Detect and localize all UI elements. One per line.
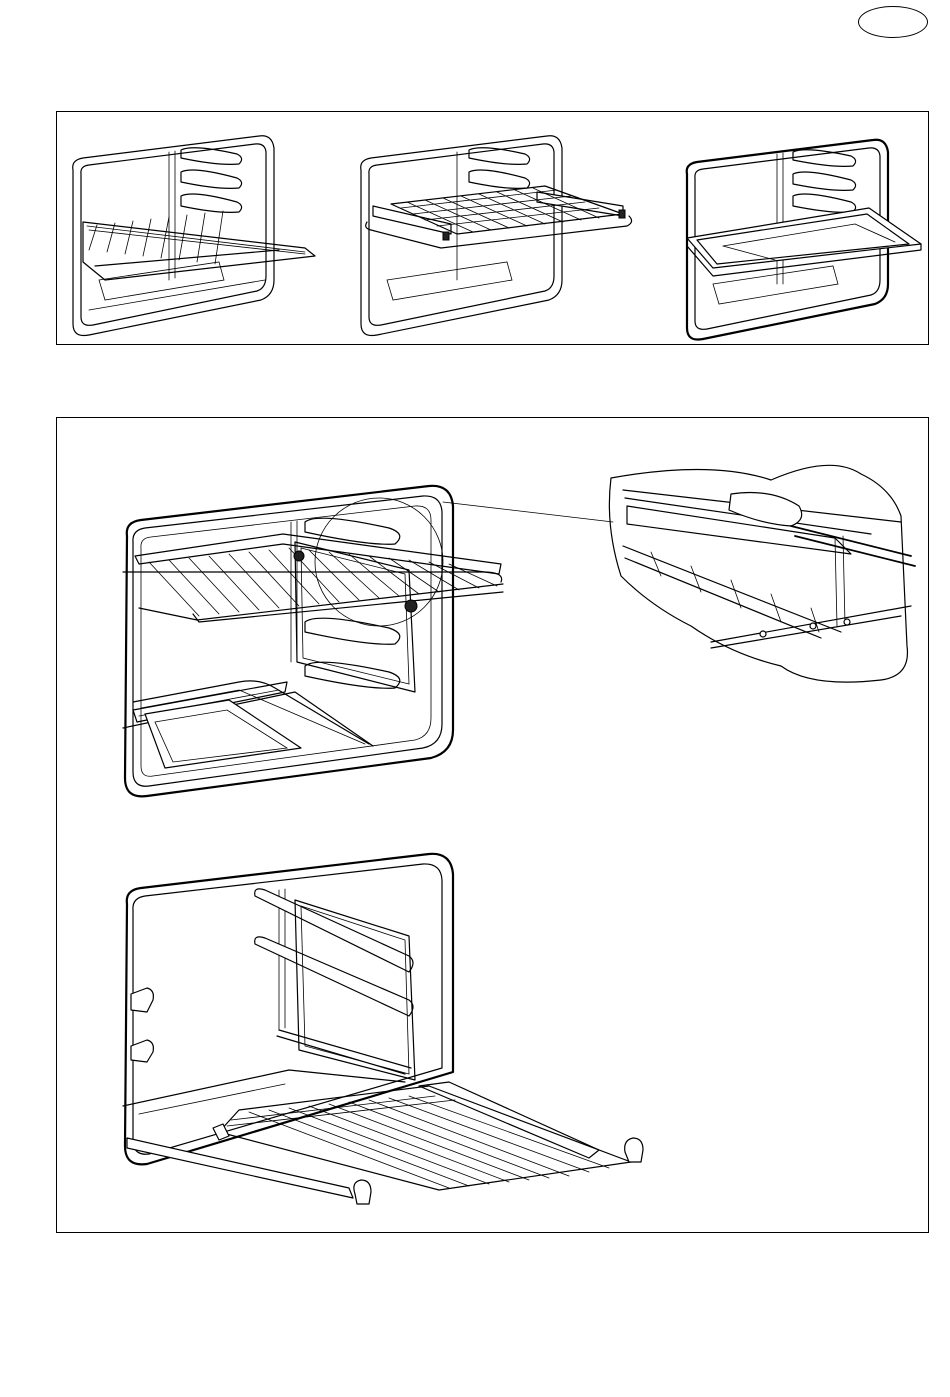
shelf-runner-detail-illustration xyxy=(609,465,915,682)
oven-baking-tray-illustration xyxy=(687,140,921,340)
detail-leader-line xyxy=(443,502,613,522)
language-badge xyxy=(858,6,928,38)
oven-wire-shelf-illustration xyxy=(73,136,315,336)
top-illustration-panel xyxy=(56,111,929,345)
oven-telescopic-runner-shelf-illustration xyxy=(361,136,632,336)
oven-telescopic-runners-illustration xyxy=(123,854,643,1204)
bottom-illustration-panel xyxy=(56,417,929,1233)
oven-shelf-insertion-illustration xyxy=(123,486,503,797)
